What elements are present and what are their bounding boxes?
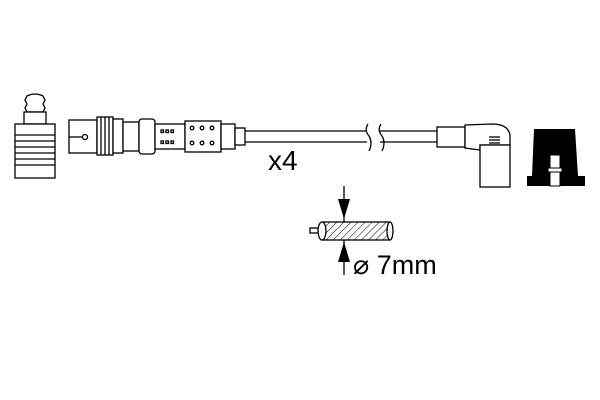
spark-plug-terminal [14,93,56,179]
angled-boot [436,123,511,188]
quantity-label: x4 [268,145,298,176]
cable [245,123,437,152]
coil-cap [527,129,585,187]
straight-boot [68,116,246,156]
cable-cross-section [309,186,394,275]
vent-holes [160,125,215,146]
diameter-label: ⌀ 7mm [353,250,437,280]
